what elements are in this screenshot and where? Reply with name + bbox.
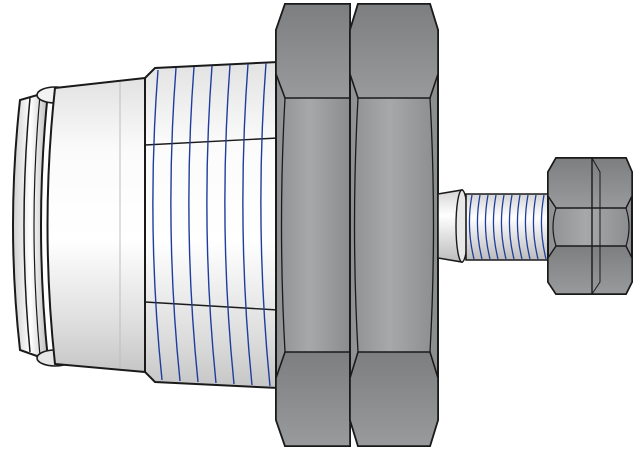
thread-lines [152, 62, 271, 387]
threaded-stud [465, 193, 553, 261]
smooth-collar [46, 76, 146, 374]
stud-thread-lines [468, 194, 547, 260]
hex-nut-1 [275, 3, 351, 447]
hex-nut-2 [349, 3, 439, 447]
shaft [437, 189, 469, 263]
threaded-body [144, 60, 279, 390]
small-hex-nut [547, 157, 633, 295]
